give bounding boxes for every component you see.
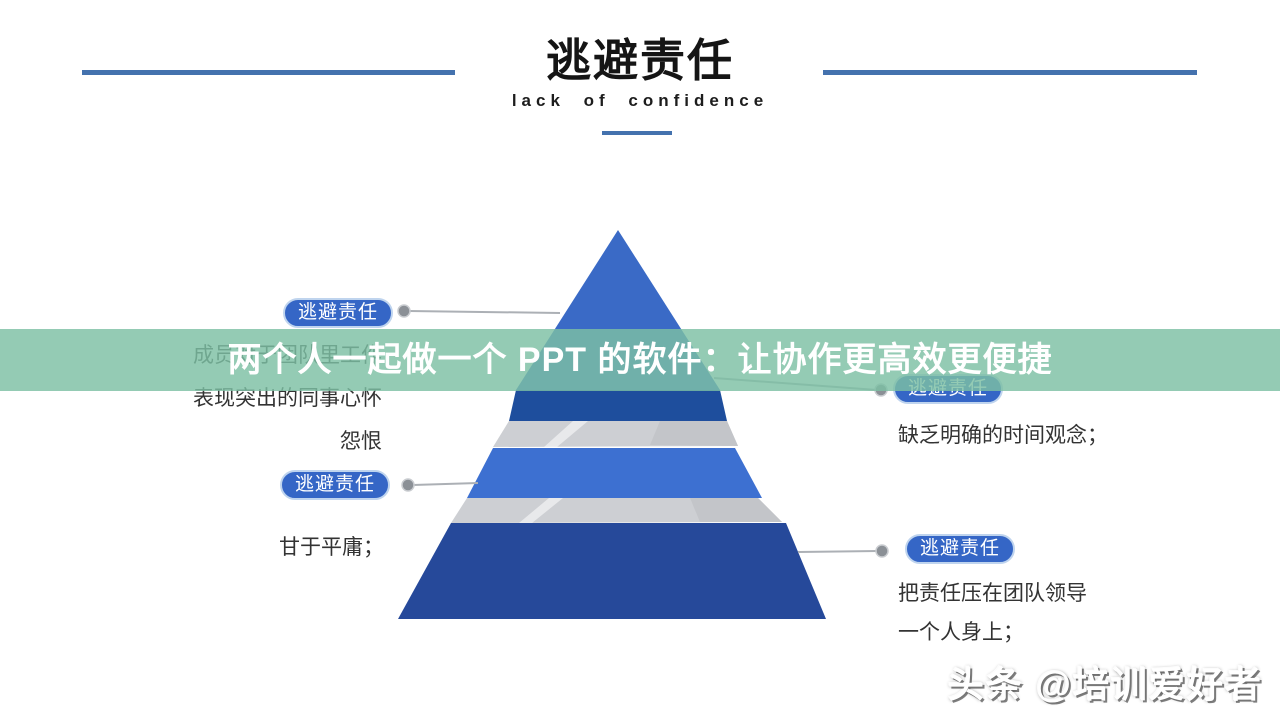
connector-line-top-left: [408, 310, 561, 314]
pyramid-ribbon-2-highlight: [519, 498, 563, 523]
connector-line-bottom-right: [797, 550, 879, 553]
callout-line: 一个人身上；: [898, 621, 1024, 644]
pyramid-ribbon-1-shade: [650, 421, 738, 446]
page-title: 逃避责任: [545, 35, 734, 86]
callout-text-bottom-right: 把责任压在团队领导 一个人身上；: [898, 574, 1087, 652]
callout-text-mid-right: 缺乏明确的时间观念；: [898, 414, 1108, 457]
connector-dot-top-left: [397, 304, 411, 318]
callout-badge-mid-left: 逃避责任: [280, 470, 391, 500]
callout-line: 怨恨: [340, 430, 382, 453]
connector-dot-mid-left: [401, 478, 415, 492]
headline-banner: 两个人一起做一个 PPT 的软件：让协作更高效更便捷: [0, 329, 1280, 391]
connector-line-mid-left: [412, 482, 479, 486]
pyramid-level-top-face: [509, 390, 727, 421]
callout-line: 表现突出的同事心怀: [193, 387, 382, 410]
callout-line: 甘于平庸；: [279, 536, 384, 559]
headline-text: 两个人一起做一个 PPT 的软件：让协作更高效更便捷: [227, 341, 1053, 379]
callout-badge-label: 逃避责任: [920, 538, 1001, 559]
watermark: 头条 @培训爱好者: [947, 664, 1263, 705]
connector-dot-bottom-right: [875, 544, 889, 558]
callout-text-mid-left: 甘于平庸；: [279, 526, 384, 569]
callout-badge-label: 逃避责任: [298, 302, 379, 323]
callout-line: 缺乏明确的时间观念；: [898, 424, 1108, 447]
pyramid-ribbon-2-shade: [690, 498, 782, 522]
title-rule-left: [82, 70, 455, 75]
callout-line: 把责任压在团队领导: [898, 582, 1087, 605]
callout-badge-label: 逃避责任: [295, 474, 376, 495]
subtitle-underline: [602, 131, 672, 135]
title-rule-right: [823, 70, 1197, 75]
pyramid-level-bottom: [398, 523, 826, 619]
page-subtitle: lack of confidence: [511, 91, 769, 110]
pyramid-ribbon-1-highlight: [544, 421, 588, 447]
callout-badge-bottom-right: 逃避责任: [905, 534, 1016, 564]
callout-badge-top-left: 逃避责任: [283, 298, 394, 328]
pyramid-level-middle: [467, 448, 762, 498]
